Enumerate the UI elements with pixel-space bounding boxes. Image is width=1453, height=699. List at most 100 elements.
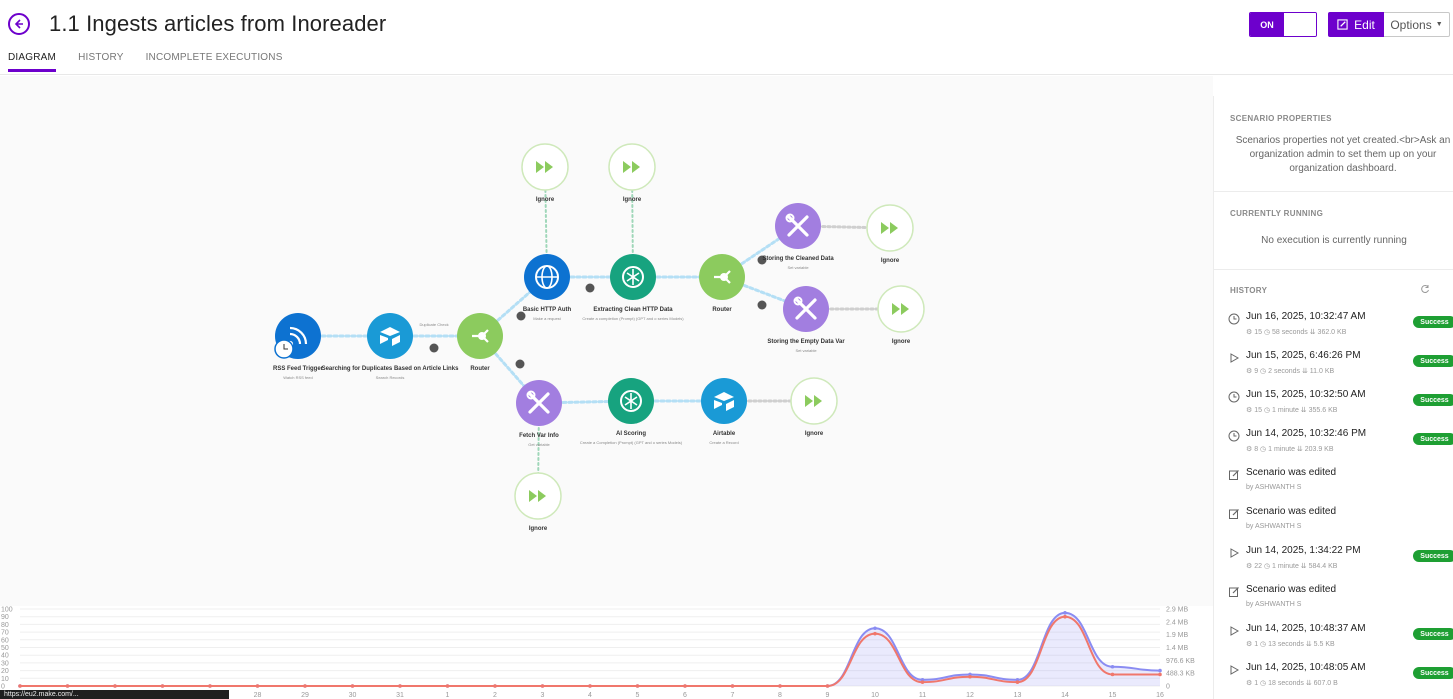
y-left-tick: 0 — [1, 684, 5, 691]
fast-forward-icon — [536, 161, 553, 173]
series-point — [968, 674, 972, 679]
y-left-tick: 100 — [1, 607, 13, 614]
history-item-title: Jun 14, 2025, 10:48:05 AM — [1246, 662, 1366, 673]
x-tick: 13 — [1014, 692, 1022, 699]
module-router[interactable] — [699, 254, 745, 300]
filter-icon[interactable] — [516, 311, 526, 321]
tab-incomplete-executions[interactable]: INCOMPLETE EXECUTIONS — [145, 52, 283, 63]
filter-icon[interactable] — [515, 359, 525, 369]
y-left-tick: 80 — [1, 622, 9, 629]
module-ignore[interactable] — [608, 143, 656, 191]
play-icon — [1228, 546, 1240, 558]
history-item-title: Jun 16, 2025, 10:32:47 AM — [1246, 311, 1366, 322]
x-tick: 3 — [541, 692, 545, 699]
y-left-tick: 50 — [1, 645, 9, 652]
module-airtable[interactable] — [701, 378, 747, 424]
y-right-tick: 488.3 KB — [1166, 671, 1195, 678]
status-badge: Success — [1413, 667, 1453, 679]
history-item-meta: ⚙ 1 ◷ 13 seconds ⇊ 5.5 KB — [1246, 641, 1335, 648]
module-sublabel: Create a Completion (Prompt) (GPT and o … — [579, 440, 683, 445]
y-right-tick: 2.9 MB — [1166, 607, 1189, 614]
currently-running-title: CURRENTLY RUNNING — [1230, 209, 1324, 218]
history-item-meta: by ASHWANTH S — [1246, 523, 1302, 530]
y-left-tick: 10 — [1, 676, 9, 683]
tab-diagram[interactable]: DIAGRAM — [8, 52, 57, 72]
filter-icon[interactable] — [757, 300, 767, 310]
play-icon — [1228, 351, 1240, 363]
module-sublabel: Set variable — [795, 348, 817, 353]
tab-history[interactable]: HISTORY — [78, 52, 124, 63]
x-tick: 10 — [871, 692, 879, 699]
edit-label: Edit — [1354, 17, 1375, 32]
filter-icon[interactable] — [757, 255, 767, 265]
module-tools[interactable] — [783, 286, 829, 332]
y-right-tick: 1.4 MB — [1166, 645, 1189, 652]
module-ignore[interactable] — [790, 377, 838, 425]
pencil-icon — [1337, 19, 1348, 30]
module-tools[interactable] — [516, 380, 562, 426]
module-openai[interactable] — [610, 254, 656, 300]
y-left-tick: 90 — [1, 614, 9, 621]
x-tick: 15 — [1109, 692, 1117, 699]
module-ignore[interactable] — [514, 472, 562, 520]
series-point — [1158, 672, 1162, 677]
history-item-meta: ⚙ 22 ◷ 1 minute ⇊ 584.4 KB — [1246, 563, 1338, 570]
module-sublabel: Search Records — [375, 375, 405, 380]
scenario-properties-text: Scenarios properties not yet created.<br… — [1235, 135, 1451, 174]
filter-icon[interactable] — [585, 283, 595, 293]
module-label: Ignore — [804, 431, 824, 437]
toggle-knob — [1284, 13, 1316, 36]
module-ignore[interactable] — [521, 143, 569, 191]
module-rss[interactable] — [274, 313, 321, 359]
module-openai[interactable] — [608, 378, 654, 424]
module-airtable[interactable] — [367, 313, 413, 359]
edit-button[interactable]: Edit — [1328, 12, 1384, 37]
x-tick: 28 — [254, 692, 262, 699]
edit-icon — [1228, 507, 1240, 519]
module-ignore[interactable] — [866, 204, 914, 252]
module-http[interactable] — [524, 254, 570, 300]
x-tick: 11 — [919, 692, 926, 699]
history-item-meta: ⚙ 15 ◷ 1 minute ⇊ 355.6 KB — [1246, 407, 1338, 414]
y-right-tick: 0 — [1166, 684, 1170, 691]
module-label: Airtable — [712, 431, 736, 437]
airtable-icon — [380, 327, 400, 346]
history-item-title: Jun 15, 2025, 6:46:26 PM — [1246, 350, 1361, 361]
x-tick: 14 — [1061, 692, 1069, 699]
module-tools[interactable] — [775, 203, 821, 249]
refresh-icon[interactable] — [1420, 284, 1430, 294]
history-item-meta: ⚙ 9 ◷ 2 seconds ⇊ 11.0 KB — [1246, 368, 1335, 375]
options-dropdown[interactable]: Options ▼ — [1384, 12, 1450, 37]
back-button[interactable] — [8, 13, 30, 35]
filter-icon[interactable] — [429, 343, 439, 353]
module-router[interactable] — [457, 313, 503, 359]
caret-down-icon: ▼ — [1435, 21, 1443, 28]
module-label: Ignore — [880, 258, 900, 264]
fast-forward-icon — [881, 222, 898, 234]
tab-bar: DIAGRAM HISTORY INCOMPLETE EXECUTIONS — [8, 52, 283, 72]
status-badge: Success — [1413, 550, 1453, 562]
scenario-header: 1.1 Ingests articles from Inoreader DIAG… — [0, 0, 1453, 75]
x-tick: 16 — [1156, 692, 1164, 699]
history-item-meta: ⚙ 8 ◷ 1 minute ⇊ 203.9 KB — [1246, 446, 1334, 453]
toggle-on-label: ON — [1250, 13, 1284, 36]
y-left-tick: 60 — [1, 637, 9, 644]
series-point — [540, 684, 545, 688]
module-ignore[interactable] — [877, 285, 925, 333]
series-point — [493, 684, 497, 688]
scenario-on-toggle[interactable]: ON — [1249, 12, 1317, 37]
currently-running-section: CURRENTLY RUNNING No execution is curren… — [1214, 192, 1453, 270]
x-tick: 1 — [446, 692, 450, 699]
